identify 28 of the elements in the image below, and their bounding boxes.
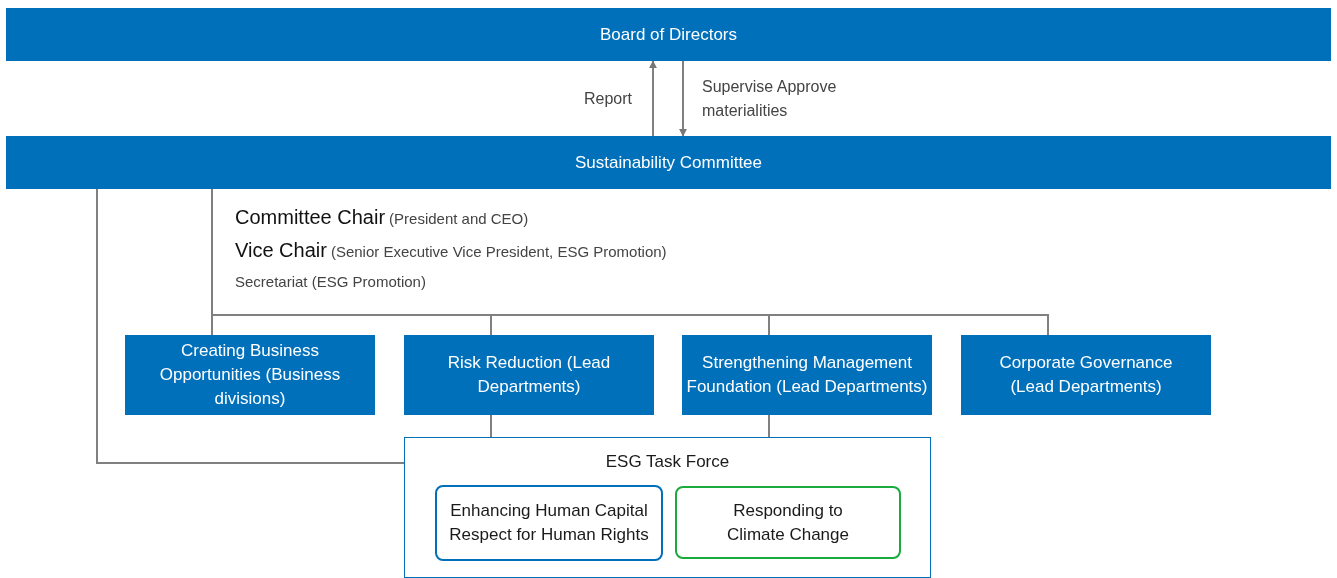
box-label: Enhancing Human Capital Respect for Human Rights (448, 500, 650, 546)
org-box (404, 335, 654, 415)
org-box (125, 335, 375, 415)
box-label: Sustainability Committee (574, 151, 763, 174)
role-note: Secretariat (ESG Promotion) (235, 273, 426, 290)
role-title: Committee Chair (235, 206, 386, 229)
box-label: Creating Business Opportunities (Business divisions) (158, 340, 342, 410)
org-box (6, 8, 1331, 61)
connector-line (768, 414, 770, 438)
box-label: Risk Reduction (Lead Departments) (446, 352, 612, 398)
panel-title: ESG Task Force (605, 451, 730, 473)
arrow (679, 60, 687, 137)
box-label: Responding to Climate Change (726, 499, 850, 546)
task-force-panel (404, 437, 931, 578)
role-note: (President and CEO) (389, 210, 529, 227)
connector-line (96, 188, 405, 464)
arrow (649, 60, 657, 137)
role-note: (Senior Executive Vice President, ESG Promotion) (330, 243, 667, 260)
role-title: Vice Chair (235, 239, 327, 262)
box-label: Board of Directors (600, 23, 737, 46)
theme-box (675, 486, 901, 559)
connector-line (490, 414, 492, 438)
org-box (682, 335, 932, 415)
org-box (6, 136, 1331, 189)
box-label: Strengthening Management Foundation (Lead Departments) (685, 352, 929, 398)
theme-box (435, 485, 663, 561)
org-box (961, 335, 1211, 415)
box-label: Corporate Governance (Lead Departments) (998, 352, 1174, 398)
